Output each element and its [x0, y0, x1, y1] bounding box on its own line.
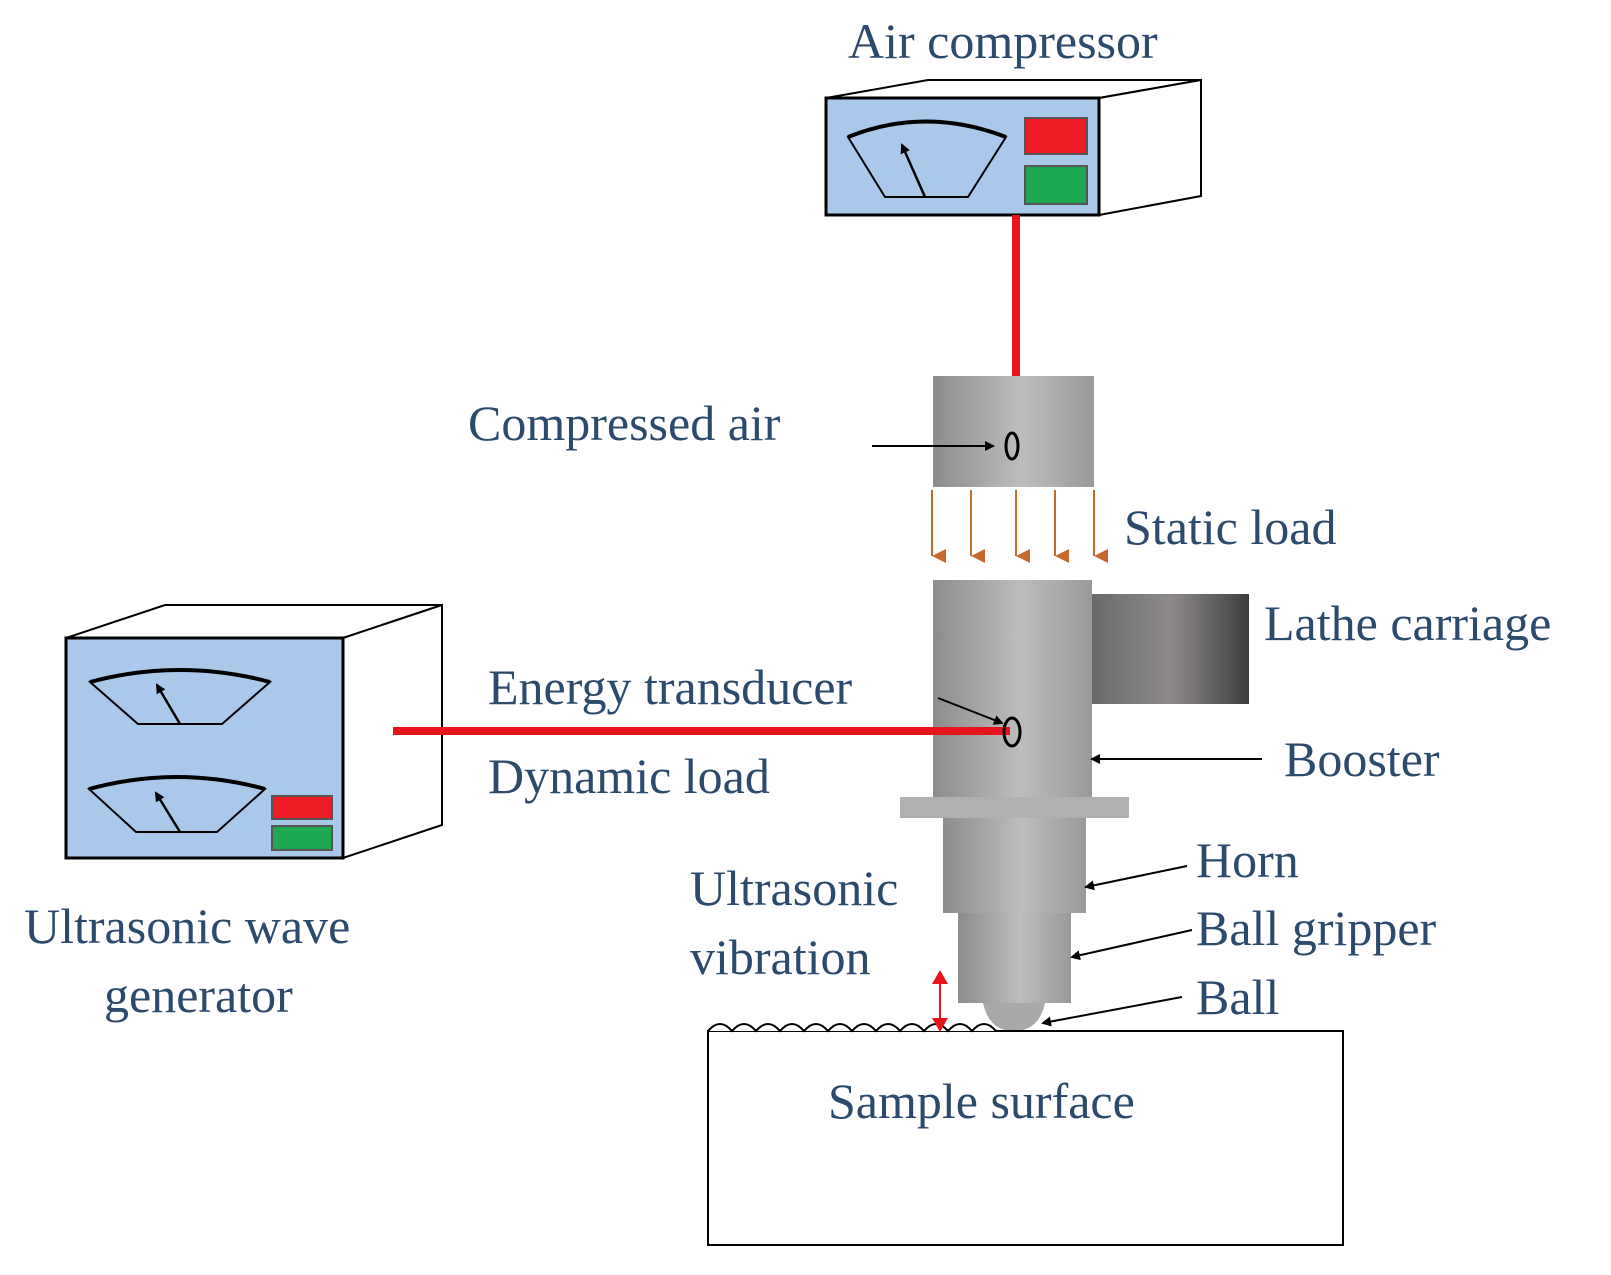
air-compressor-gauge-icon	[846, 119, 1008, 198]
generator-front-panel	[64, 636, 345, 860]
generator-red-indicator	[271, 795, 333, 820]
air-compressor-red-indicator	[1024, 117, 1088, 155]
vibration-double-arrow-icon	[932, 970, 948, 1032]
horn-pointer	[1084, 865, 1188, 891]
pneumatic-cylinder	[933, 376, 1094, 487]
ball-gripper-label: Ball gripper	[1196, 900, 1437, 956]
sample-surface-label: Sample surface	[828, 1073, 1135, 1129]
horn-label: Horn	[1196, 832, 1299, 888]
air-compressor-side-face	[1098, 78, 1202, 217]
ball-gripper	[958, 913, 1071, 1003]
compressed-air-port-icon	[1004, 431, 1020, 461]
booster-label: Booster	[1284, 731, 1440, 787]
lathe-carriage	[1092, 594, 1249, 704]
ultrasonic-wave-generator	[64, 603, 443, 860]
energy-transducer-pointer	[937, 697, 1004, 725]
ultrasonic-vibration-label-line2: vibration	[690, 929, 871, 985]
ball	[983, 1003, 1045, 1031]
ball-gripper-pointer	[1070, 929, 1193, 961]
air-compressor	[824, 78, 1202, 217]
sample-block	[707, 1030, 1344, 1246]
air-compressor-label: Air compressor	[848, 13, 1158, 69]
generator-label-line1: Ultrasonic wave	[24, 898, 350, 954]
ultrasonic-vibration-label-line1: Ultrasonic	[690, 860, 898, 916]
generator-green-indicator	[271, 825, 333, 851]
static-load-label: Static load	[1124, 499, 1336, 555]
generator-lower-gauge-icon	[86, 775, 268, 833]
static-load-arrows	[931, 490, 1108, 563]
compressed-air-label: Compressed air	[468, 395, 781, 451]
dynamic-load-label: Dynamic load	[488, 748, 770, 804]
lathe-carriage-label: Lathe carriage	[1264, 595, 1551, 651]
energy-transducer-label: Energy transducer	[488, 659, 853, 715]
horn	[943, 818, 1086, 913]
ball-label: Ball	[1196, 969, 1279, 1025]
booster-body	[933, 580, 1092, 797]
sample-rough-surface	[707, 1023, 997, 1033]
generator-upper-gauge-icon	[87, 668, 273, 725]
ball-pointer	[1041, 996, 1183, 1027]
booster-flange	[900, 797, 1129, 818]
air-compressor-green-indicator	[1024, 165, 1088, 205]
energy-transducer-port-icon	[1002, 716, 1022, 748]
generator-label-line2: generator	[104, 967, 293, 1023]
